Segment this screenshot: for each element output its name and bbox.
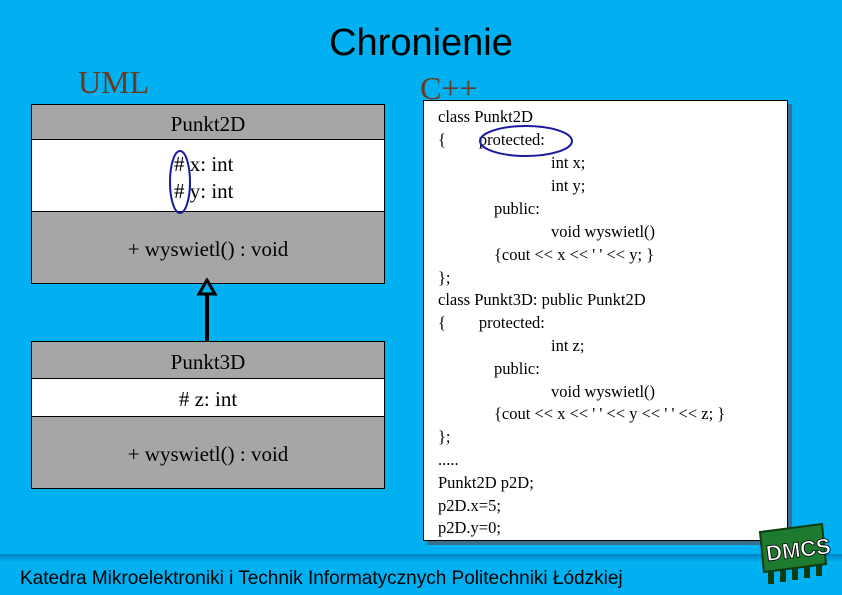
class-punkt2d: Punkt2D # x: int # y: int + wyswietl() :… xyxy=(31,104,385,284)
method-wyswietl-3d: + wyswietl() : void xyxy=(127,442,289,466)
code-line: public: xyxy=(494,359,540,378)
page-title: Chronienie xyxy=(329,22,513,64)
code-line: {cout << x << ' ' << y << ' ' << z; } xyxy=(494,404,726,423)
code-line: int x; xyxy=(551,153,586,172)
class-punkt3d-name: Punkt3D xyxy=(31,341,385,379)
class-punkt2d-name-text: Punkt2D xyxy=(170,112,246,136)
code-line: Punkt2D p2D; xyxy=(438,473,534,492)
code-line: ..... xyxy=(438,450,459,469)
inheritance-arrow xyxy=(196,278,218,342)
code-line: class Punkt3D: public Punkt2D xyxy=(438,290,646,309)
class-punkt2d-attributes: # x: int # y: int xyxy=(31,139,385,212)
method-wyswietl: + wyswietl() : void xyxy=(127,237,289,261)
attribute-x: # x: int xyxy=(174,152,234,176)
attribute-z: # z: int xyxy=(178,387,238,411)
class-punkt3d-methods: + wyswietl() : void xyxy=(31,416,385,489)
code-line: void wyswietl() xyxy=(551,382,656,401)
code-line: p2D.x=5; xyxy=(438,496,501,515)
code-line: void wyswietl() xyxy=(551,222,656,241)
hash-highlight-ellipse xyxy=(169,150,191,214)
class-punkt3d: Punkt3D # z: int + wyswietl() : void xyxy=(31,341,385,489)
attribute-y: # y: int xyxy=(174,179,234,203)
code-line: class Punkt2D xyxy=(438,107,533,126)
code-line: }; xyxy=(438,427,451,446)
footer-text: Katedra Mikroelektroniki i Technik Infor… xyxy=(20,568,623,589)
class-punkt2d-methods: + wyswietl() : void xyxy=(31,211,385,284)
class-punkt3d-attributes: # z: int xyxy=(31,378,385,417)
code-line: int y; xyxy=(551,176,586,195)
uml-label: UML xyxy=(78,64,150,100)
code-line: public: xyxy=(494,199,540,218)
code-line: { protected: xyxy=(438,130,545,149)
class-punkt3d-name-text: Punkt3D xyxy=(170,350,246,374)
code-line: {cout << x << ' ' << y; } xyxy=(494,245,655,264)
code-line: }; xyxy=(438,268,451,287)
dmcs-logo: DMCS xyxy=(758,522,832,584)
code-panel: class Punkt2D { protected: int x; int y;… xyxy=(423,100,788,541)
class-punkt2d-name: Punkt2D xyxy=(31,104,385,140)
code-line: int z; xyxy=(551,336,585,355)
code-line: { protected: xyxy=(438,313,545,332)
protected-highlight-ellipse xyxy=(479,125,573,157)
footer-divider xyxy=(0,554,842,562)
code-line: p2D.y=0; xyxy=(438,518,501,537)
